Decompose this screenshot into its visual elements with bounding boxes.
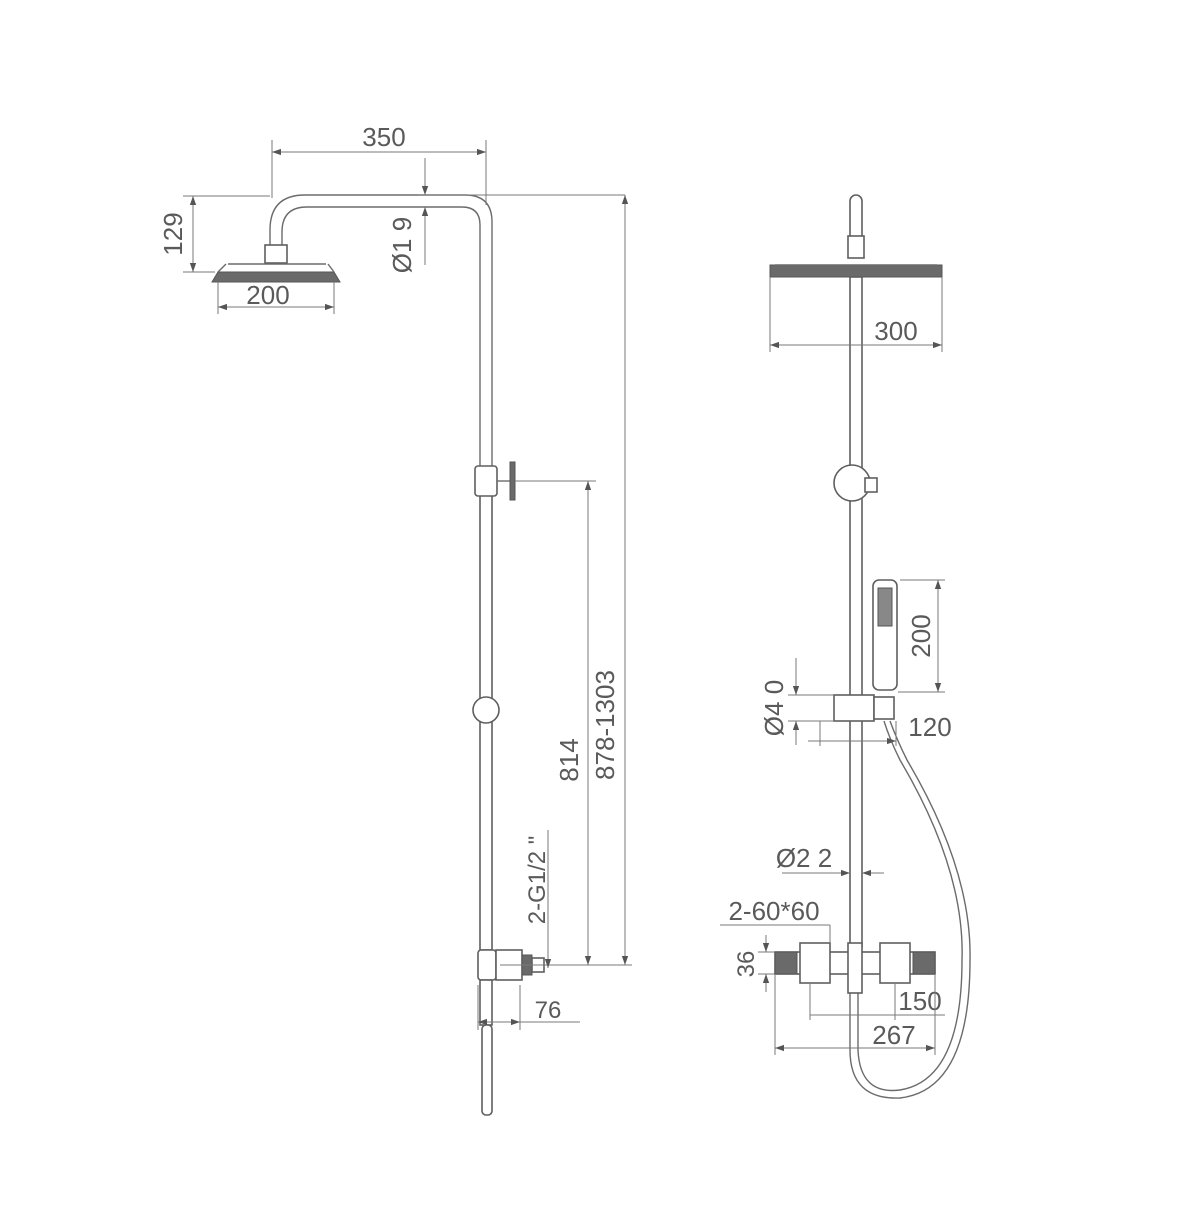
dim-pipe-diameter: Ø1 9: [387, 217, 417, 273]
front-bar: [849, 276, 863, 948]
side-view: 350 129 Ø1 9 200 878-1303 814 2-G1/2 " 7…: [158, 122, 632, 1116]
front-view: 300 200 Ø4 0 120 Ø2 2 2-60*60 36 150 267: [720, 194, 971, 1099]
slider-knob: [472, 696, 500, 724]
dim-handshower-length: 200: [906, 614, 936, 657]
hose: [857, 720, 963, 1092]
dim-head-diameter: 200: [246, 280, 289, 310]
dim-mixer-inlets: 2-60*60: [728, 896, 819, 926]
head-connector: [264, 244, 288, 264]
dim-mixer-width: 267: [872, 1020, 915, 1050]
dim-total-height: 878-1303: [590, 670, 620, 780]
dim-head-drop: 129: [158, 212, 188, 255]
front-slider: [833, 694, 875, 722]
dim-inlet-depth: 76: [535, 997, 562, 1024]
dim-head-width: 300: [874, 316, 917, 346]
mixer-body: [477, 949, 497, 981]
dim-slider-width: 120: [908, 712, 951, 742]
dim-arm-length: 350: [362, 122, 405, 152]
dim-mixer-height: 36: [733, 951, 760, 978]
dim-slider-diameter: Ø4 0: [759, 680, 789, 736]
overhead-arm-inner: [281, 206, 481, 470]
dim-mixer-centers: 150: [898, 986, 941, 1016]
front-head: [769, 264, 943, 278]
mixer-lever: [481, 1024, 493, 1116]
holder-bracket: [474, 465, 498, 497]
dim-bar-diameter: Ø2 2: [776, 843, 832, 873]
head-side: [211, 271, 341, 283]
overhead-arm: [269, 194, 493, 470]
dim-holder-height: 814: [554, 738, 584, 781]
dim-inlet-thread: 2-G1/2 ": [524, 836, 551, 925]
